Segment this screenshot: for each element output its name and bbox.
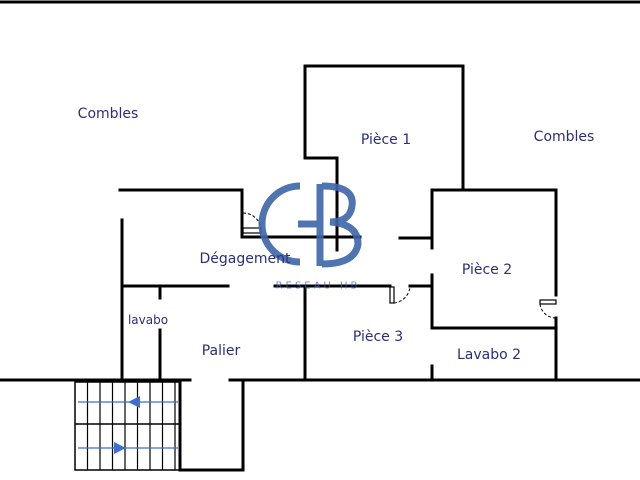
room-label-lavabo: lavabo xyxy=(127,313,169,327)
stairs-outline xyxy=(74,381,181,471)
room-label-piece1: Pièce 1 xyxy=(360,132,412,148)
arrow-right-icon xyxy=(114,442,126,454)
room-label-palier: Palier xyxy=(201,343,241,359)
watermark-text: RESEAU HB xyxy=(275,280,361,292)
room-label-lavabo2: Lavabo 2 xyxy=(456,347,522,363)
room-label-piece3: Pièce 3 xyxy=(352,329,404,345)
room-label-combles-left: Combles xyxy=(77,106,139,122)
room-label-degagement: Dégagement xyxy=(199,251,291,267)
room-label-combles-right: Combles xyxy=(533,129,595,145)
stairs xyxy=(74,381,181,471)
walls xyxy=(0,64,640,472)
arrow-left-icon xyxy=(128,396,140,408)
room-label-piece2: Pièce 2 xyxy=(461,262,513,278)
hb-logo xyxy=(258,182,362,268)
